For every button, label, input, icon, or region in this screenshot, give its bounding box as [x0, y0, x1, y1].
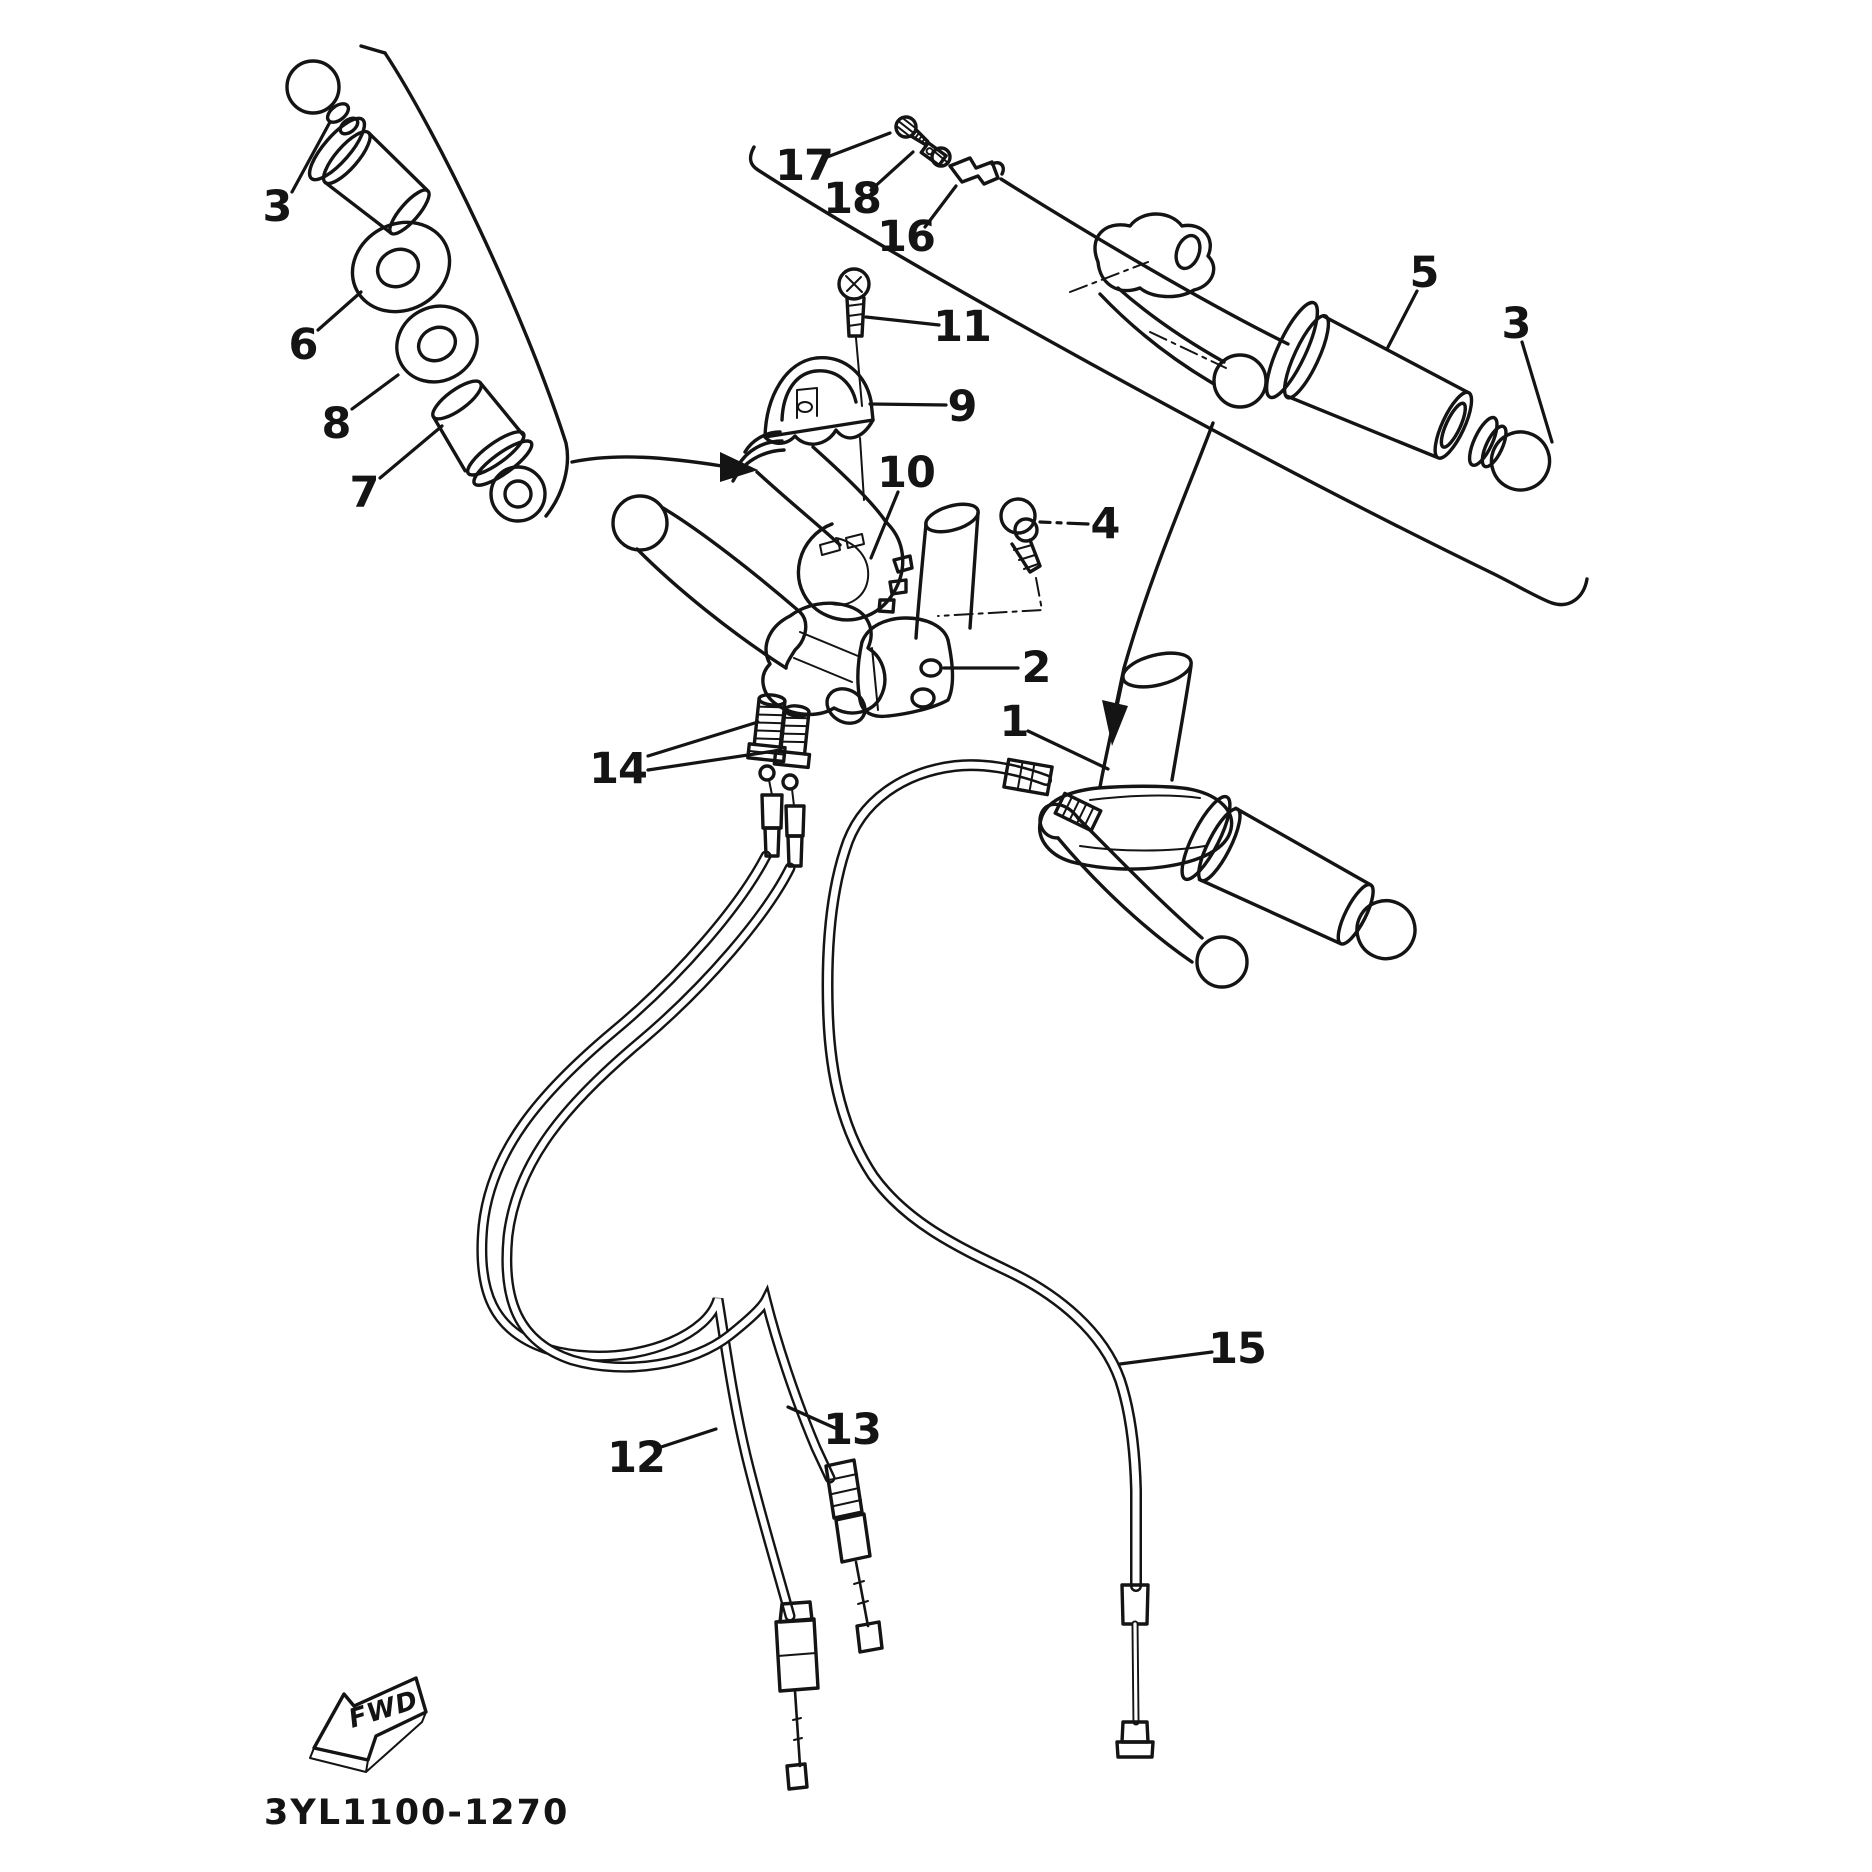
- clutch-cable-15: [821, 757, 1155, 1759]
- callout-label-1[interactable]: 1: [1000, 697, 1030, 747]
- cable12-end-cap: [785, 1762, 809, 1791]
- cable-top-ends: [758, 764, 806, 868]
- callout-17-17[interactable]: 17: [775, 131, 892, 191]
- bolt-part11: [837, 267, 871, 501]
- cable-adjusters-part14: [746, 693, 812, 868]
- callout-leader-7: [378, 424, 444, 480]
- cable15-top-barrel: [1002, 757, 1054, 797]
- callout-4-4[interactable]: 4: [1038, 499, 1121, 549]
- callout-label-11[interactable]: 11: [933, 302, 992, 352]
- arrowhead-down: [1102, 700, 1128, 746]
- callout-3-3[interactable]: 3: [1502, 299, 1554, 444]
- callout-label-2[interactable]: 2: [1022, 643, 1052, 693]
- callout-label-5[interactable]: 5: [1410, 248, 1440, 298]
- cable13-barrel: [834, 1512, 872, 1564]
- callout-label-17[interactable]: 17: [775, 141, 834, 191]
- callout-label-14[interactable]: 14: [589, 744, 648, 794]
- callout-5-5[interactable]: 5: [1385, 248, 1440, 351]
- callout-9-9[interactable]: 9: [868, 382, 978, 432]
- mount-pointer-arrow-left: [570, 452, 758, 482]
- bolt-part4: [937, 497, 1043, 617]
- cable15-ferrule: [1120, 1583, 1150, 1626]
- cable12-barrel: [774, 1617, 820, 1693]
- fwd-direction-arrow: FWD: [309, 1676, 428, 1773]
- brake-lever-part16-assembly: [1069, 212, 1268, 409]
- callout-10-10[interactable]: 10: [869, 448, 936, 560]
- callout-label-18[interactable]: 18: [823, 174, 882, 224]
- handlebar-stub-right: [1098, 651, 1193, 789]
- callout-leader-16: [923, 184, 958, 229]
- callout-1-0[interactable]: 1: [1000, 697, 1110, 771]
- callout-leader-12: [653, 1427, 718, 1451]
- throttle-cable-13: [501, 862, 884, 1654]
- callout-6-6[interactable]: 6: [289, 290, 363, 370]
- grip-end-cap-right-part3: [1467, 415, 1552, 492]
- callout-label-10[interactable]: 10: [877, 448, 936, 498]
- callout-18-18[interactable]: 18: [823, 150, 915, 224]
- callout-leader-8: [350, 373, 400, 411]
- right-assembly: [1038, 651, 1417, 989]
- callout-label-3[interactable]: 3: [263, 182, 293, 232]
- callout-leader-1: [1026, 729, 1110, 771]
- grip-part5: [1264, 300, 1552, 492]
- callout-leader-13: [786, 1405, 837, 1430]
- callout-13-13[interactable]: 13: [786, 1405, 882, 1455]
- washer-part6: [350, 220, 452, 314]
- callout-12-12[interactable]: 12: [607, 1427, 718, 1483]
- callout-2-1[interactable]: 2: [942, 643, 1052, 693]
- callout-label-4[interactable]: 4: [1091, 499, 1121, 549]
- callout-leader-18: [869, 150, 915, 192]
- callout-7-7[interactable]: 7: [350, 424, 444, 518]
- callout-16-16[interactable]: 16: [877, 184, 958, 262]
- right-grip-assembled: [1180, 794, 1417, 961]
- grip-end-cap-left-part3: [285, 59, 360, 136]
- cable13-end-cap: [855, 1620, 884, 1654]
- cable13-adjuster: [824, 1458, 864, 1520]
- mount-pointer-arrow-down: [1102, 421, 1215, 746]
- handlebar-stub-left: [914, 502, 980, 640]
- callout-3-2[interactable]: 3: [263, 120, 332, 232]
- callout-leader-11: [864, 315, 941, 327]
- callout-label-9[interactable]: 9: [948, 382, 978, 432]
- bracket-part16: [930, 146, 1005, 186]
- callout-leader-14: [646, 748, 783, 772]
- callout-11-11[interactable]: 11: [864, 302, 992, 352]
- drawing-code: 3YL1100-1270: [264, 1793, 569, 1833]
- callout-label-12[interactable]: 12: [607, 1433, 666, 1483]
- callout-8-8[interactable]: 8: [322, 373, 400, 449]
- switch-pod: [761, 601, 887, 725]
- callout-leader-14: [646, 720, 760, 758]
- lever-holder-part10: [731, 430, 914, 622]
- callout-leader-17: [820, 131, 892, 161]
- right-handlebar-tube: [748, 145, 1589, 607]
- callout-label-13[interactable]: 13: [823, 1405, 882, 1455]
- screw-part17: [894, 115, 930, 147]
- callout-leader-10: [869, 490, 900, 560]
- callout-15-15[interactable]: 15: [1118, 1324, 1267, 1374]
- lever-left: [611, 494, 808, 670]
- throttle-tube-part7: [431, 379, 547, 523]
- lever-right-assembled: [1038, 802, 1249, 989]
- callout-leader-4: [1038, 520, 1090, 526]
- callout-label-7[interactable]: 7: [350, 468, 380, 518]
- callout-14-14[interactable]: 14: [589, 720, 783, 794]
- callout-leader-3: [290, 120, 332, 194]
- callout-leader-15: [1118, 1350, 1214, 1366]
- callout-leader-6: [316, 290, 363, 332]
- callout-label-3[interactable]: 3: [1502, 299, 1532, 349]
- callout-leader-9: [868, 402, 948, 407]
- left-grip-tube: [307, 116, 431, 236]
- washer-part8: [395, 304, 479, 384]
- callout-leader-5: [1385, 289, 1419, 351]
- callout-label-8[interactable]: 8: [322, 399, 352, 449]
- callout-label-6[interactable]: 6: [289, 320, 319, 370]
- left-handlebar-tube: [359, 44, 570, 518]
- callout-label-16[interactable]: 16: [877, 212, 936, 262]
- callout-leader-3: [1520, 340, 1554, 444]
- callout-label-15[interactable]: 15: [1208, 1324, 1267, 1374]
